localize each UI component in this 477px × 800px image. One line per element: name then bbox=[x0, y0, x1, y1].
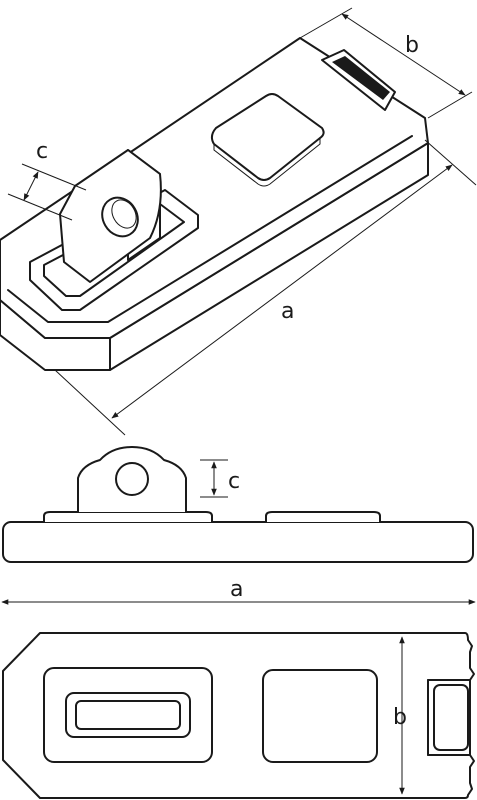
dim-a-ext-2 bbox=[54, 369, 126, 436]
side-view: c a bbox=[1, 446, 476, 605]
side-eye-base bbox=[43, 511, 213, 522]
dim-b-ext-2 bbox=[427, 91, 473, 119]
top-square-pad bbox=[262, 669, 378, 763]
dim-b-line bbox=[341, 13, 466, 96]
top-eye-lug-slot-inner bbox=[75, 700, 181, 730]
side-dim-c-label: c bbox=[228, 469, 240, 494]
top-end-inner bbox=[433, 684, 469, 751]
dim-c-ext-2 bbox=[7, 193, 73, 221]
side-dim-a-label: a bbox=[230, 577, 243, 602]
side-eye-hole bbox=[115, 462, 149, 496]
dim-c-ext-1 bbox=[21, 163, 87, 191]
dim-b-label: b bbox=[405, 33, 419, 58]
dim-b-ext-1 bbox=[299, 7, 353, 39]
side-plate bbox=[2, 521, 474, 563]
side-square-pad bbox=[265, 511, 381, 522]
dim-a-ext-1 bbox=[424, 139, 477, 186]
top-view: b bbox=[2, 632, 475, 799]
dim-a-label: a bbox=[281, 299, 294, 324]
dim-c-label: c bbox=[36, 139, 48, 164]
dim-c-line bbox=[23, 171, 39, 201]
top-dim-b-label: b bbox=[393, 705, 407, 730]
dim-a-line bbox=[111, 164, 453, 419]
isometric-view: b c a bbox=[0, 7, 477, 436]
